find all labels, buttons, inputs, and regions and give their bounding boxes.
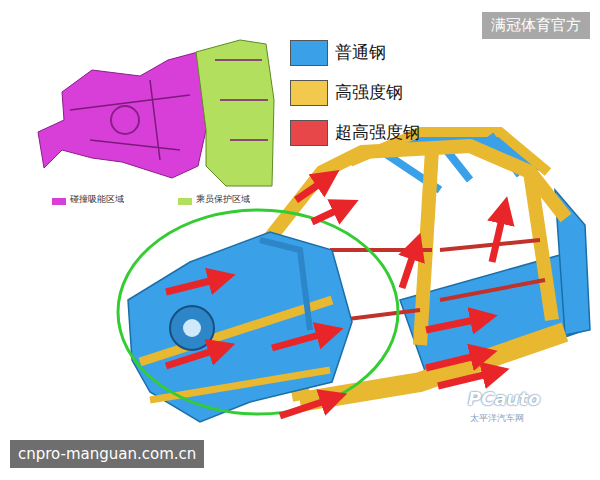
inset-crash-zones — [38, 40, 274, 186]
logo-subtext: 太平洋汽车网 — [470, 412, 524, 425]
legend-swatch — [290, 120, 328, 146]
legend-text: 高强度钢 — [335, 82, 403, 102]
logo-text: PCauto — [468, 388, 540, 409]
legend-text: 超高强度钢 — [335, 122, 420, 142]
legend-text: 碰撞吸能区域 — [70, 194, 124, 205]
legend-text: 乘员保护区域 — [196, 194, 250, 205]
watermark: 满冠体育官方 — [482, 12, 590, 39]
legend-swatch — [178, 198, 192, 205]
legend-text: 普通钢 — [335, 42, 386, 62]
force-arrows — [166, 178, 504, 416]
legend-swatch — [290, 80, 328, 106]
car-body-frame — [118, 132, 590, 422]
legend-swatch — [52, 198, 66, 205]
watermark: cnpro-manguan.com.cn — [10, 440, 204, 468]
legend-swatch — [290, 40, 328, 66]
